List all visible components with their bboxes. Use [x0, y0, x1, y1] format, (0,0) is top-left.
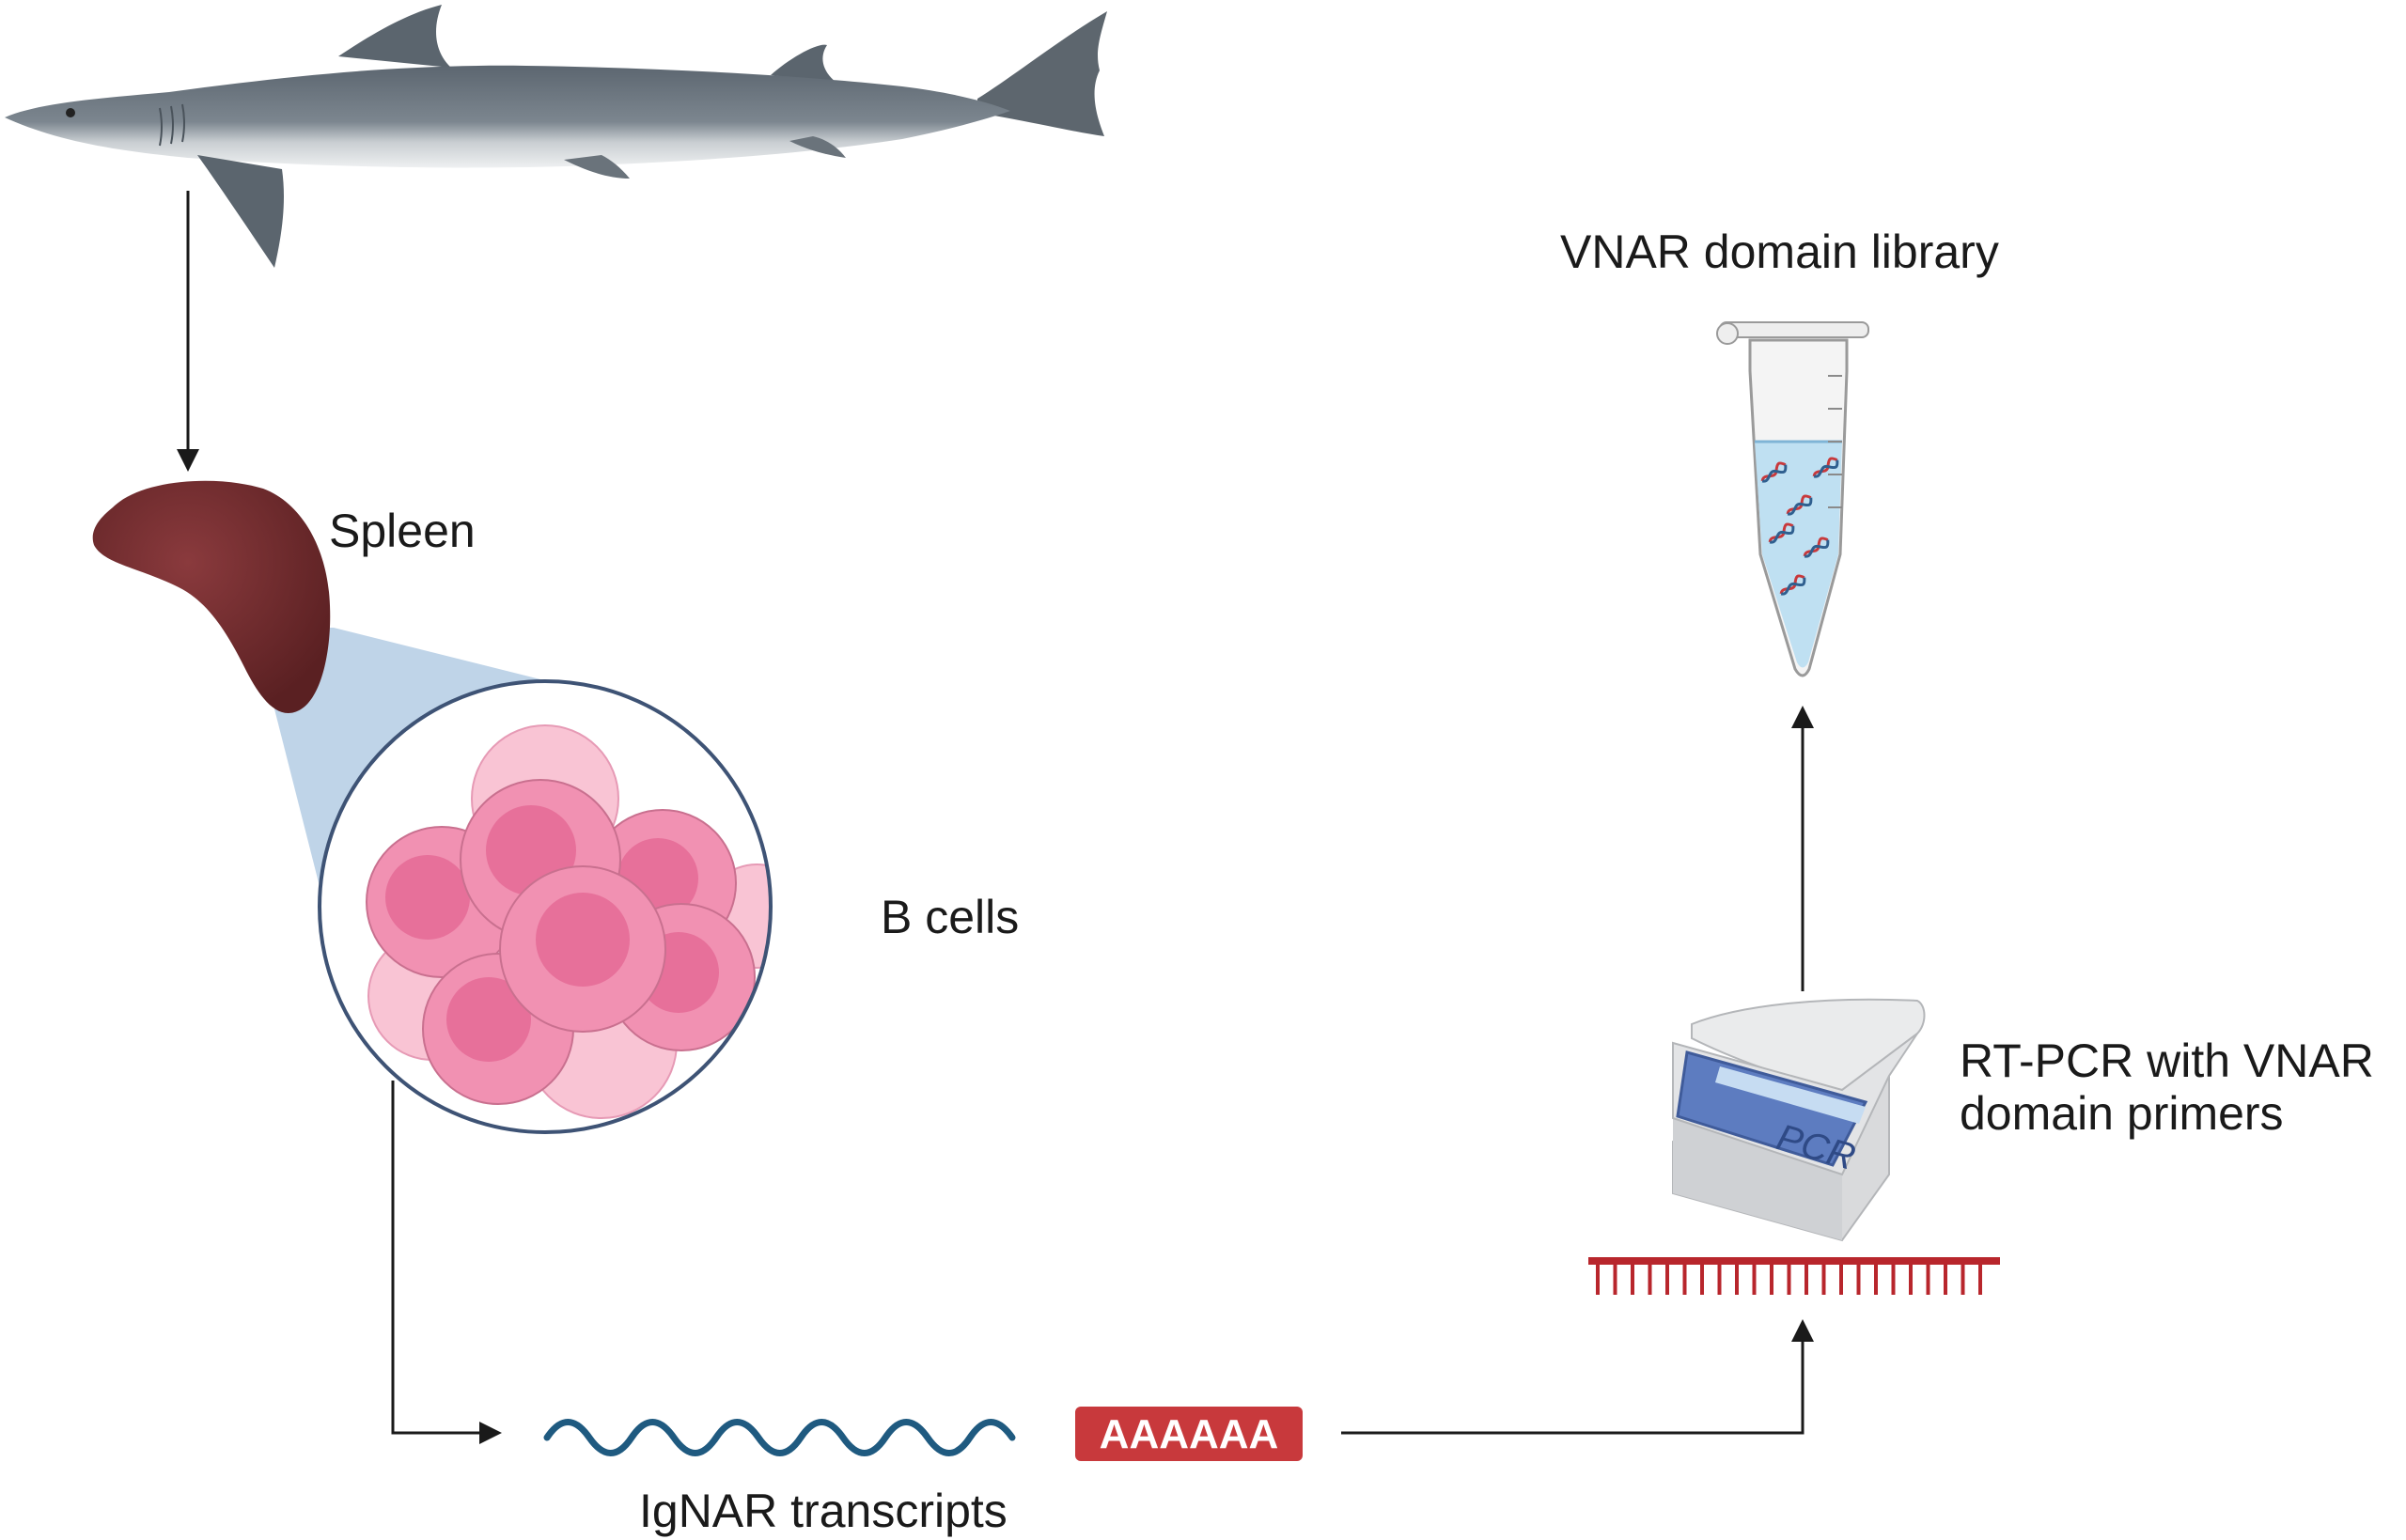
tube-liquid — [1755, 442, 1842, 668]
shark-illustration — [5, 5, 1107, 268]
b-cell-nucleus — [385, 855, 470, 940]
shark-tail-fin — [977, 11, 1107, 136]
shark-body — [5, 65, 1010, 168]
pcr-front — [1673, 1118, 1842, 1240]
arrow-cells-to-transcripts — [391, 1081, 502, 1444]
dna-molecule — [1812, 457, 1839, 478]
shark-pelvic-fin — [564, 155, 630, 179]
tube-cap-hinge — [1716, 322, 1739, 345]
tube-cap — [1719, 321, 1869, 338]
label-ignar-transcripts: IgNAR transcripts — [639, 1485, 1008, 1537]
arrow-transcripts-to-pcr — [1341, 1319, 1814, 1435]
label-rt-pcr: RT-PCR with VNAR domain primers — [1960, 1034, 2374, 1140]
pcr-display — [1715, 1066, 1866, 1124]
polya-tail-box — [1075, 1407, 1303, 1461]
label-vnar-domain-library: VNAR domain library — [1560, 226, 1999, 278]
label-rt-pcr-line2: domain primers — [1960, 1087, 2284, 1140]
shark-second-dorsal-fin — [771, 44, 836, 83]
dna-molecule — [1760, 461, 1788, 483]
spleen-illustration — [92, 480, 331, 713]
circle-border — [318, 679, 773, 1134]
dna-molecule — [1779, 574, 1806, 596]
b-cells-magnified-circle — [318, 679, 773, 1134]
vnar-library-tube — [1716, 321, 1869, 677]
pcr-lid — [1691, 998, 1926, 1092]
label-rt-pcr-line1: RT-PCR with VNAR — [1960, 1034, 2374, 1087]
dna-molecule — [1786, 494, 1813, 516]
dna-molecules — [1760, 457, 1839, 596]
dna-molecule — [1768, 522, 1795, 544]
shark-eye — [66, 108, 75, 117]
shark-anal-fin — [789, 136, 846, 158]
shark-dorsal-fin — [338, 5, 451, 68]
primer-strand — [1588, 1257, 2000, 1295]
b-cell-nucleus — [446, 977, 531, 1062]
shark-pectoral-fin — [197, 155, 285, 268]
label-spleen: Spleen — [329, 505, 476, 557]
shark-gill-slits — [159, 103, 185, 147]
tube-graduations — [1828, 375, 1842, 508]
rna-strand — [543, 1419, 1016, 1456]
primer-teeth — [1596, 1265, 1982, 1295]
dna-molecule — [1803, 537, 1830, 558]
label-b-cells: B cells — [881, 891, 1020, 943]
b-cell-nucleus — [536, 893, 630, 987]
polya-tail-text: AAAAAA — [1100, 1411, 1279, 1457]
pcr-machine: PCR — [1672, 998, 1926, 1242]
b-cell-cluster — [366, 724, 771, 1119]
